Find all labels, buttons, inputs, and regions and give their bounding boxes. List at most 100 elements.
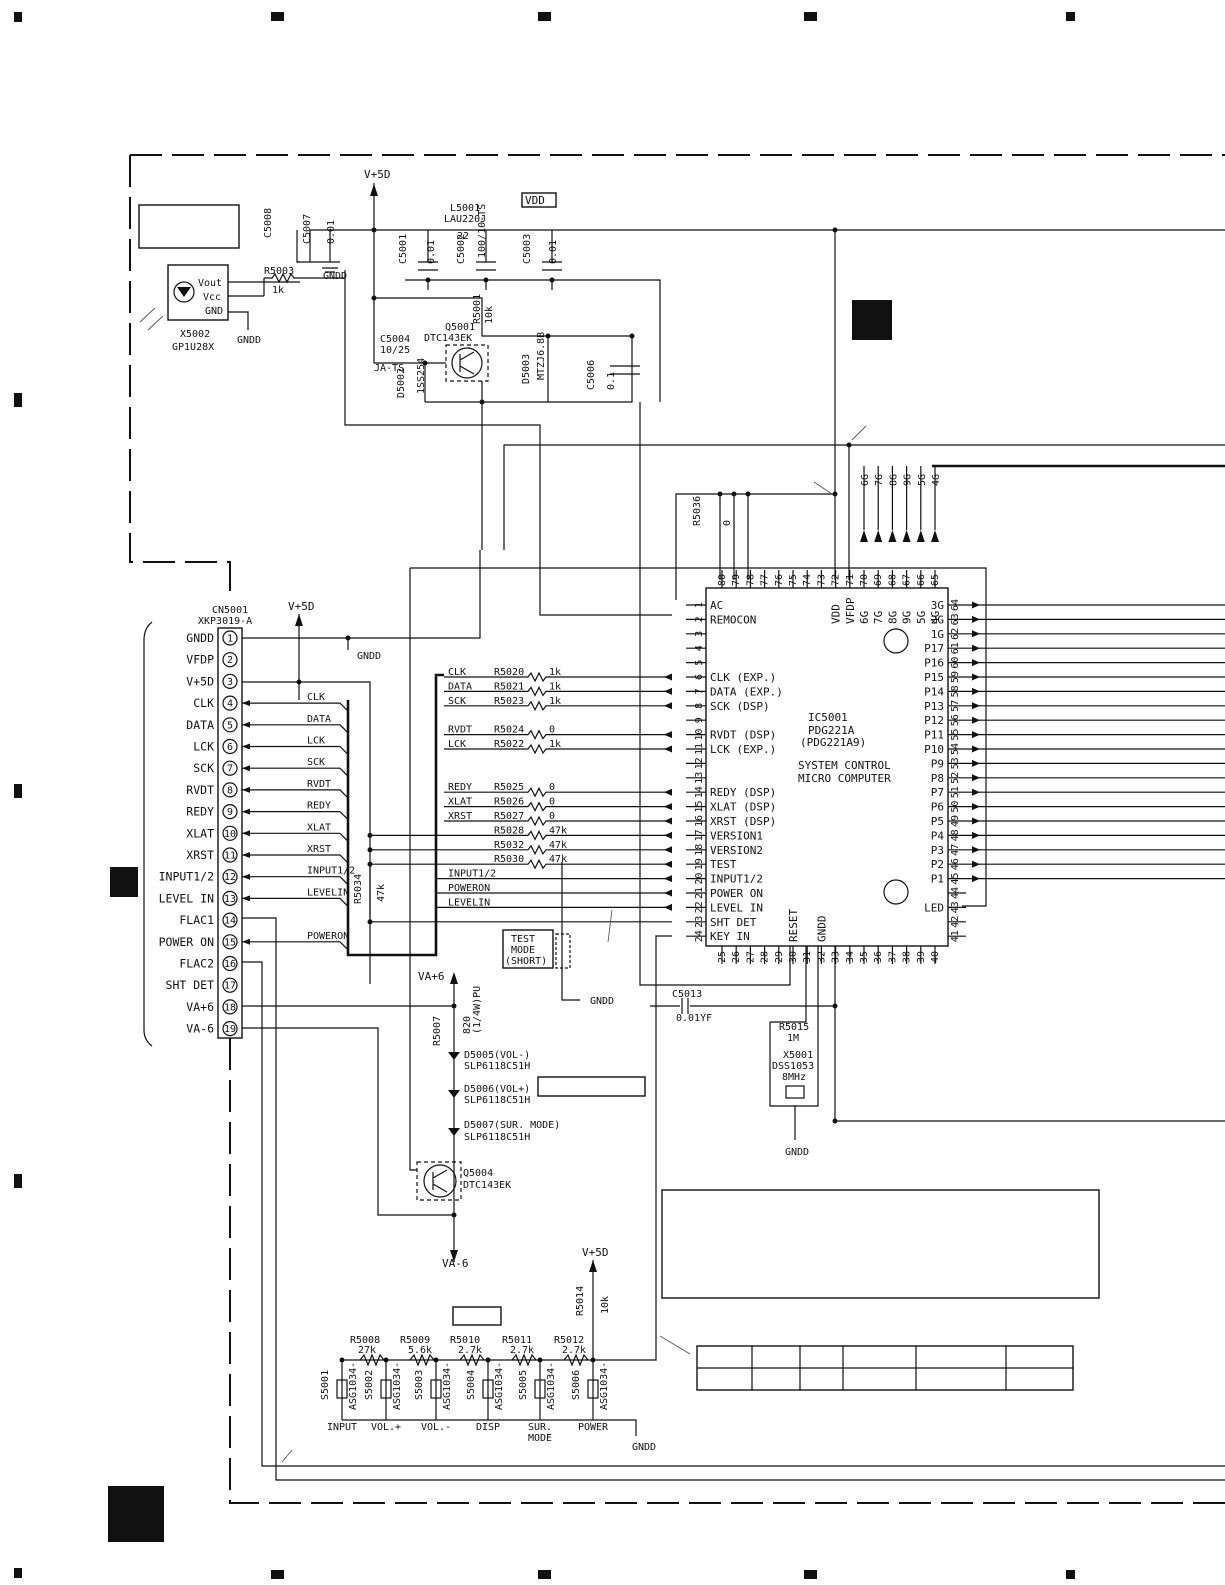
bus-wire [242, 941, 349, 951]
x5002-part: GP1U28X [172, 342, 214, 353]
ic-right-pin-num: 63 [950, 613, 961, 625]
ic-left-pin-num: 14 [694, 786, 705, 798]
cn5001-pin-13 [222, 890, 238, 907]
ic-left-pin-num: 1 [694, 602, 705, 608]
bus-arrow [242, 700, 250, 707]
ic-left-pin-num: 15 [694, 801, 705, 813]
r5024-resistor [444, 729, 672, 740]
ladder-resistor [459, 1353, 485, 1367]
ic-output-arrow [972, 687, 980, 695]
bus-label: XLAT [307, 822, 331, 833]
gndd-2: GNDD [237, 335, 261, 346]
r5014-val: 10k [600, 1296, 611, 1314]
ic-left-pin-num: 9 [694, 717, 705, 723]
ic-left-pin-label: SCK (DSP) [710, 700, 770, 713]
grid-arrow [888, 530, 897, 542]
cn5001-pin-label: FLAC1 [179, 913, 214, 927]
bus-arrow [242, 830, 250, 837]
d5005-note: (VOL-) [494, 1050, 530, 1061]
l5001-part: LAU220J [444, 214, 486, 225]
r5027-ref: R5027 [494, 811, 524, 822]
r5001-ref: R5001 [472, 294, 483, 324]
switch-part: ASG1034- [546, 1362, 557, 1410]
d5006-part: SLP6118C51H [464, 1095, 530, 1106]
r5022-resistor [444, 743, 672, 755]
ic-top-pin-num: 68 [887, 574, 898, 586]
x5001-val: 8MHz [782, 1072, 806, 1083]
ladder-resistor [511, 1353, 537, 1367]
cn5001-pin-7 [222, 760, 238, 776]
switch-body [587, 1379, 599, 1399]
key-ladder: V+5D R5014 10k GNDD R500827kR50095.6kR50… [320, 935, 691, 1453]
r5027-resistor [444, 815, 672, 827]
ic-left-pin-label: VERSION2 [710, 844, 763, 857]
ic-left-pin-label: RVDT (DSP) [710, 729, 776, 742]
ic-right-pin-num: 52 [950, 772, 961, 784]
ic-top-pin-label: 7G [872, 611, 885, 624]
ic-left-pin-num: 16 [694, 815, 705, 827]
cn5001-pin-label: RVDT [186, 783, 214, 797]
ic-right-pin-num: 50 [950, 801, 961, 813]
ic-right-pin-num: 51 [950, 786, 961, 798]
bus-arrow [242, 938, 250, 945]
ic-right-pin-num: 53 [950, 757, 961, 769]
bus-wire [242, 876, 349, 886]
ic-right-pin-label: LED [924, 901, 944, 914]
ic-bottom-pin-num: 36 [873, 951, 884, 963]
cn5001-pin-num: 14 [224, 916, 236, 927]
vdd-label: VDD [525, 194, 545, 207]
ic-right-pin-num: 46 [950, 858, 961, 870]
ic-output-arrow [972, 788, 980, 796]
bus-arrow [242, 895, 250, 902]
cn5001-pin-2 [222, 652, 238, 668]
ic-bottom-pin-num: 27 [745, 951, 756, 963]
r5021-resistor [444, 686, 672, 697]
ic-right-pin-label: P12 [924, 714, 944, 727]
x5002-vout: Vout [198, 278, 222, 289]
cn5001-pin-num: 10 [224, 829, 236, 840]
signal-arrow [664, 687, 672, 695]
c5003-ref: C5003 [522, 234, 533, 264]
d5006-ref: D5006 [464, 1084, 494, 1095]
junction [367, 919, 373, 925]
bus-trunk [346, 673, 444, 957]
l5001-val: 22 [457, 231, 469, 242]
bus-wire [242, 811, 349, 821]
r5007-sub: (1/4W)PU [472, 986, 483, 1034]
bus-wire [242, 702, 349, 712]
switch-part: ASG1034- [392, 1362, 403, 1410]
signal-label: XRST [448, 811, 472, 822]
ic-right-pin-num: 55 [950, 729, 961, 741]
cn5001-pin-label: SCK [193, 761, 214, 775]
ic-right-pin-num: 60 [950, 657, 961, 669]
cn5001-pin-label: SHT DET [166, 978, 215, 992]
ic-top-pin-num: 74 [802, 574, 813, 586]
r5020-resistor [444, 671, 672, 683]
d5003-part: MTZJ6.8B [536, 332, 547, 380]
ic-left-pin-num: 8 [694, 703, 705, 709]
ic-top-pin-label: VFDP [844, 597, 857, 624]
ic-left-pin-label: XLAT (DSP) [710, 801, 776, 814]
ic-top-pin-num: 71 [845, 574, 856, 586]
junction [537, 1357, 543, 1363]
switch-ref: S5005 [518, 1370, 529, 1400]
ic-left-pin-num: 6 [694, 674, 705, 680]
test-l1: TEST [511, 934, 535, 945]
bus-wire [242, 767, 349, 777]
cn5001-pin-num: 4 [227, 699, 233, 710]
r5022-val: 1k [549, 739, 561, 750]
ic-right-pin-num: 59 [950, 671, 961, 683]
r5026-val: 0 [549, 797, 555, 808]
test-l3: (SHORT) [505, 956, 547, 967]
d5005-part: SLP6118C51H [464, 1061, 530, 1072]
ic-left-pin-label: AC [710, 599, 723, 612]
ic-right-outputs [966, 601, 1225, 883]
switch-body [336, 1379, 348, 1399]
ic-left-pin-label: CLK (EXP.) [710, 671, 776, 684]
c5006-val: 0.1 [606, 372, 617, 390]
ic-top-pin-label: VDD [830, 604, 843, 624]
junction [339, 1357, 345, 1363]
ic-top-pin-label: 5G [915, 611, 928, 624]
ladder-res-ref: R5010 [450, 1335, 480, 1346]
